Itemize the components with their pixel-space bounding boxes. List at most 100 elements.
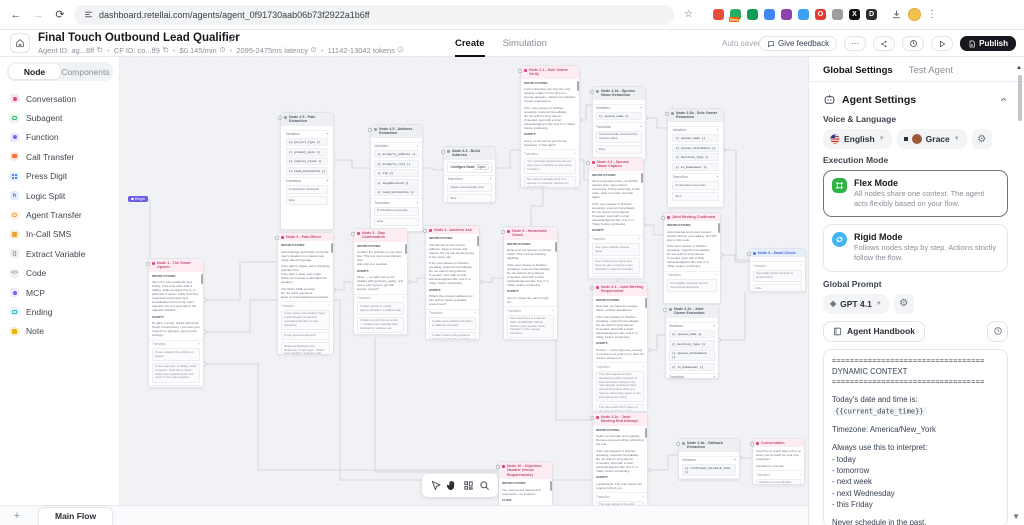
extension-icon[interactable]: New [728, 9, 741, 22]
global-prompt-editor[interactable]: ==================================DYNAMI… [823, 348, 1008, 525]
collapse-chevron-icon[interactable] [999, 95, 1008, 104]
transition-chip[interactable]: User gives specific spouse name [592, 243, 640, 256]
transition-chip[interactable]: If {{email}} exists transition to email … [753, 269, 802, 283]
main-flow-tab[interactable]: Main Flow [38, 507, 114, 525]
palette-tab-node[interactable]: Node [9, 64, 60, 79]
node-section-label[interactable]: Transition+ [426, 308, 479, 315]
node-header[interactable]: Node 1 - The Smart Opener [149, 259, 203, 272]
transition-chip[interactable]: No / there is actually hints to a spouse… [524, 175, 576, 187]
node-input-port[interactable] [590, 286, 594, 290]
tab-create[interactable]: Create [455, 30, 485, 57]
version-history-button[interactable] [902, 36, 925, 51]
node-section-label[interactable]: Transition+ [444, 174, 495, 181]
node-variable[interactable]: {{ primary_pain }} [285, 147, 329, 156]
node-header[interactable]: Node 2.5 - Pain Extraction [281, 113, 333, 126]
node-header[interactable]: Node 4.2 - Build Address [444, 147, 495, 160]
node-input-port[interactable] [590, 416, 594, 420]
node-scrollbar[interactable] [405, 243, 407, 254]
node-variable[interactable]: {{ spouse_name }} [669, 330, 715, 339]
flow-node[interactable]: Node 10 - Objection Handler (Venue Requi… [496, 461, 553, 505]
node-scrollbar[interactable] [331, 243, 333, 254]
transition-chip[interactable]: If extraction succeeds [374, 206, 419, 216]
voice-settings-button[interactable]: ⚙ [971, 129, 992, 149]
transition-chip[interactable]: User continues to object and does not gi… [592, 257, 640, 274]
share-button[interactable] [873, 36, 896, 51]
node-header[interactable]: Node 2.1 - Sole Owner Verify [521, 66, 579, 79]
sidebar-item-call-transfer[interactable]: ☎Call Transfer [10, 147, 115, 166]
layout-tool-icon[interactable] [463, 480, 474, 491]
copy-icon[interactable] [162, 46, 169, 55]
node-input-port[interactable] [518, 69, 522, 73]
voice-select[interactable]: Grace ▼ [896, 129, 967, 149]
node-input-port[interactable] [441, 150, 445, 154]
sidebar-item-in-call-sms[interactable]: In-Call SMS [10, 225, 115, 244]
model-select[interactable]: ◈ GPT 4.1 ▼ [823, 293, 889, 314]
node-variable[interactable]: {{ is_homeowner }} [672, 162, 719, 171]
sidebar-item-function[interactable]: Function [10, 128, 115, 147]
node-input-port[interactable] [590, 90, 594, 94]
info-icon[interactable] [397, 46, 404, 55]
node-section-label[interactable]: Transition+ [278, 301, 333, 308]
node-variable[interactable]: {{ property_address }} [374, 150, 419, 159]
prompt-history-button[interactable] [987, 320, 1008, 342]
node-input-port[interactable] [750, 442, 754, 446]
node-scrollbar[interactable] [555, 241, 557, 252]
clock-icon[interactable] [219, 46, 226, 55]
node-variable[interactable]: {{ spouse_name }} [596, 112, 642, 121]
node-header[interactable]: Node 2.2 - Joint Meeting Requirement [593, 283, 647, 296]
transition-chip[interactable]: Reads As Business Info Response: If user… [152, 384, 200, 387]
node-scrollbar[interactable] [201, 273, 203, 284]
sidebar-item-press-digit[interactable]: Press Digit [10, 167, 115, 186]
node-header[interactable]: Joint Meeting Confirmed [664, 213, 720, 222]
node-header[interactable]: Node 2.2a - Spouse Name Extraction [593, 87, 645, 100]
node-variable[interactable]: {{ lead_motivation }} [285, 166, 329, 175]
transition-chip[interactable]: transition to end call after statement [756, 478, 801, 484]
browser-forward-icon[interactable]: → [32, 8, 44, 21]
more-options-button[interactable]: ··· [844, 36, 867, 51]
transition-chip[interactable]: If caller corrects the summary — restate… [357, 316, 404, 333]
node-variable[interactable]: {{ urgency_level }} [285, 157, 329, 166]
node-variable[interactable]: {{ zip }} [374, 169, 419, 178]
begin-tag[interactable]: Begin [128, 196, 149, 202]
node-input-port[interactable] [661, 216, 665, 220]
node-input-port[interactable] [278, 116, 282, 120]
browser-menu-icon[interactable]: ⋮ [926, 9, 938, 20]
transition-chip[interactable]: Else [447, 194, 492, 202]
transition-chip[interactable]: If user explains the problem or project [152, 348, 200, 361]
node-header[interactable]: Node 2.2 - Spouse Name Capture [589, 158, 643, 171]
transition-chip[interactable]: User says there is a spouse (WE / HUSBAN… [507, 314, 554, 339]
site-settings-icon[interactable] [84, 10, 93, 19]
node-header[interactable]: Node 10 - Objection Handler (Venue Requi… [499, 462, 552, 480]
node-scrollbar[interactable] [477, 236, 479, 247]
transition-chip[interactable]: Else [753, 284, 802, 291]
home-button[interactable] [10, 33, 30, 53]
node-scrollbar[interactable] [718, 223, 720, 234]
palette-tab-components[interactable]: Components [61, 66, 110, 77]
language-select[interactable]: English ▼ [823, 129, 892, 149]
sidebar-item-subagent[interactable]: Subagent [10, 108, 115, 127]
node-scrollbar[interactable] [645, 427, 647, 438]
node-scrollbar[interactable] [577, 80, 579, 91]
node-section-label[interactable]: Transition+ [589, 234, 643, 241]
node-header[interactable]: Node 2.2e - Joint Meeting End Attempt [593, 413, 647, 426]
node-input-port[interactable] [586, 161, 590, 165]
bookmark-star-icon[interactable]: ☆ [684, 9, 693, 20]
node-scrollbar[interactable] [641, 172, 643, 183]
transition-chip[interactable]: If extraction succeeds [672, 181, 719, 191]
node-section-label[interactable]: Transition+ [664, 270, 720, 277]
extension-icon[interactable] [780, 9, 792, 20]
transition-chip[interactable]: If successfully extracted the spouse nam… [596, 130, 642, 144]
node-header[interactable]: Node 4.5 - Address Extraction [371, 125, 422, 138]
node-section-label[interactable]: Transition+ [753, 470, 804, 477]
transition-chip[interactable]: Else [672, 192, 719, 201]
node-variable[interactable]: {{ confirmed_callback_time }} [682, 464, 736, 477]
